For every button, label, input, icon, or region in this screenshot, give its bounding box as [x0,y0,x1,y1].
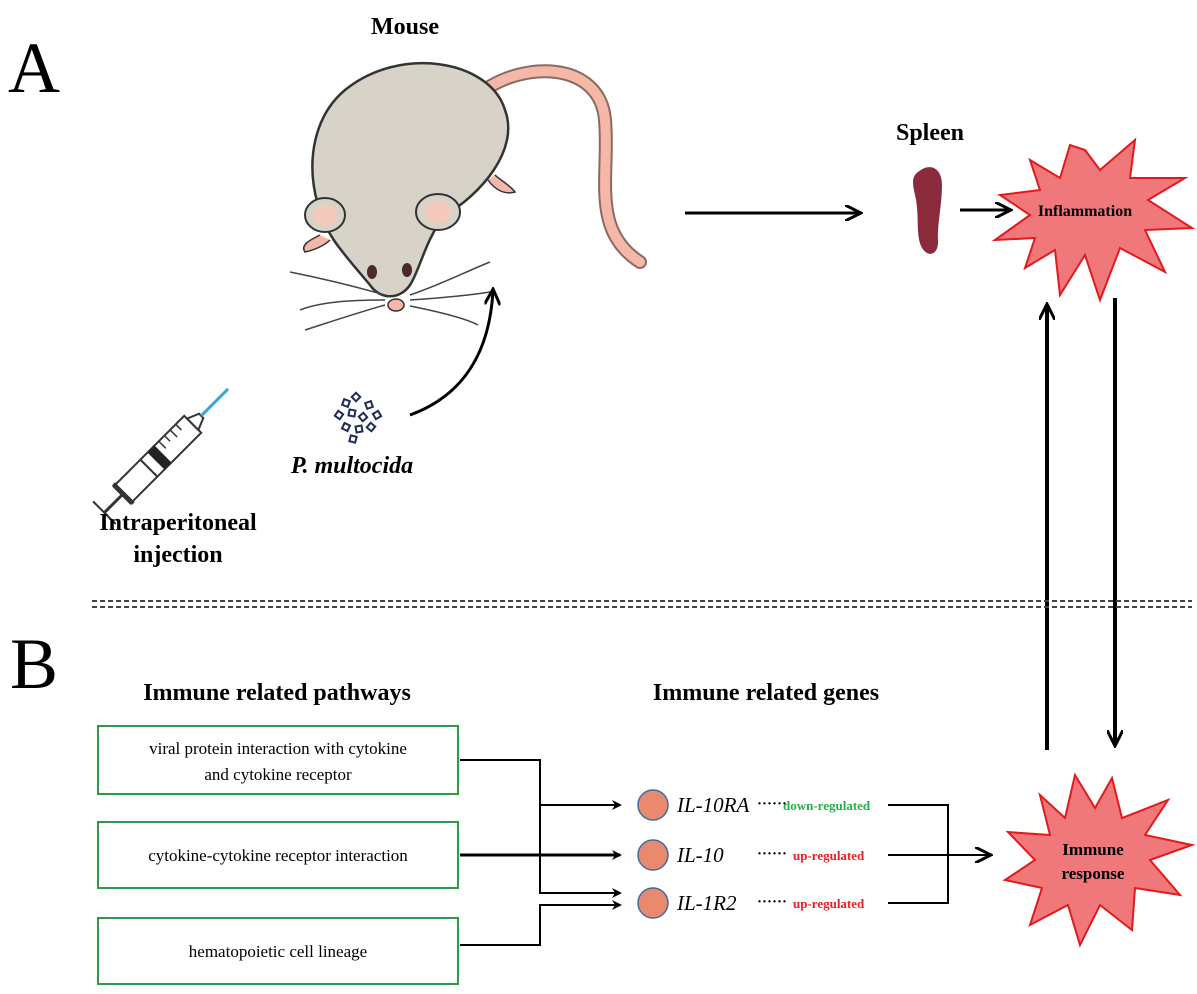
gene-name: IL-1R2 [676,891,737,915]
panel-a-letter: A [8,28,60,108]
injection-label-line2: injection [133,542,222,568]
mouse-eye [367,265,377,279]
pathway-label-line1: viral protein interaction with cytokine [149,739,407,758]
immune-response-burst [1002,772,1196,948]
immune-response-label-line1: Immune [1062,840,1124,859]
gene-row: IL-10RA ······ down-regulated [637,789,871,821]
pathways-title: Immune related pathways [143,680,411,706]
gene-marker [637,789,669,821]
pathway-label-line1: hematopoietic cell lineage [189,942,367,961]
gene-dots: ······ [757,894,787,910]
gene-dots: ······ [757,846,787,862]
pathway-box: hematopoietic cell lineage [97,917,459,985]
gene-regulation: down-regulated [783,798,871,813]
mouse-whiskers [289,261,491,331]
pathway-box: viral protein interaction with cytokine … [97,725,459,795]
panel-divider [92,600,1192,608]
gene-row: IL-1R2 ······ up-regulated [637,887,865,919]
genes-title: Immune related genes [653,680,879,706]
bacteria-icon [333,391,383,444]
mouse-nose [387,298,405,312]
spleen-shape [913,167,942,254]
gene-marker [637,839,669,871]
mouse-illustration [289,61,647,331]
arrow-bacteria-to-mouse [409,290,493,417]
immune-response-label-line2: response [1062,864,1125,883]
genes-to-response-connector [888,804,990,904]
gene-regulation: up-regulated [793,848,865,863]
gene-marker [637,887,669,919]
panel-b-letter: B [10,624,58,704]
inflammation-label: Inflammation [1038,203,1132,220]
gene-name: IL-10 [676,843,724,867]
inflammation-burst [991,137,1196,303]
spleen-label: Spleen [896,120,964,146]
gene-row: IL-10 ······ up-regulated [637,839,865,871]
mouse-label: Mouse [371,14,439,40]
bacteria-label: P. multocida [290,453,413,479]
pathway-label-line1: cytokine-cytokine receptor interaction [148,846,408,865]
gene-regulation: up-regulated [793,896,865,911]
syringe-icon [92,387,230,525]
pathway-label-line2: and cytokine receptor [204,765,352,784]
pathway-box: cytokine-cytokine receptor interaction [97,821,459,889]
pathway-gene-connectors [460,759,622,946]
mouse-body [311,61,510,298]
gene-dots: ······ [757,796,787,812]
gene-name: IL-10RA [676,793,749,817]
injection-label-line1: Intraperitoneal [99,510,257,536]
